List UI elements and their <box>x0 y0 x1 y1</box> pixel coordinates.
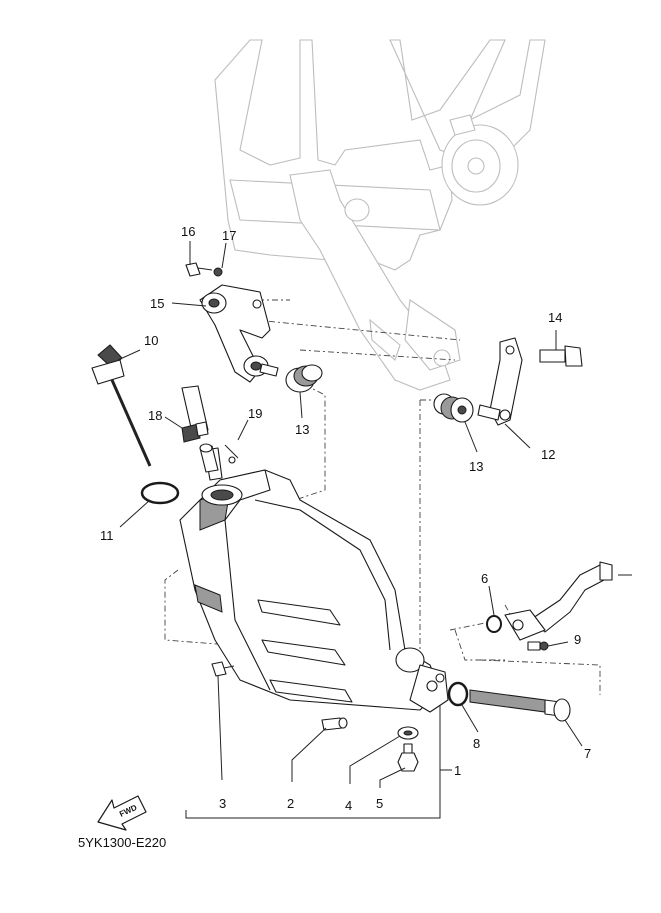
bolt-3 <box>211 661 235 677</box>
diagram-code: 5YK1300-E220 <box>78 835 167 850</box>
callout-5: 5 <box>376 796 383 811</box>
oil-hose <box>504 561 632 641</box>
oil-tank <box>179 385 449 713</box>
bolt-2 <box>321 717 348 731</box>
callout-13a: 13 <box>295 422 309 437</box>
callout-17: 17 <box>222 228 236 243</box>
leader-lines <box>117 241 583 819</box>
bolt-14 <box>539 345 583 367</box>
callout-16: 16 <box>181 224 195 239</box>
callout-14: 14 <box>548 310 562 325</box>
washer-4 <box>397 726 419 740</box>
callout-15: 15 <box>150 296 164 311</box>
nut-5 <box>397 743 419 772</box>
callout-12: 12 <box>541 447 555 462</box>
dipstick <box>91 344 152 467</box>
strainer-pipe-7 <box>469 689 571 722</box>
callout-18: 18 <box>148 408 162 423</box>
callout-13b: 13 <box>469 459 483 474</box>
callout-4: 4 <box>345 798 352 813</box>
fitting-19 <box>199 443 239 473</box>
fitting-18 <box>181 421 209 443</box>
callout-8: 8 <box>473 736 480 751</box>
fitting-13-left <box>285 364 323 393</box>
callout-2: 2 <box>287 796 294 811</box>
callout-3: 3 <box>219 796 226 811</box>
callout-10: 10 <box>144 333 158 348</box>
fitting-13-right <box>433 393 474 423</box>
frame-outline <box>214 39 546 391</box>
plate-12 <box>477 337 523 426</box>
bracket-15 <box>185 262 279 383</box>
o-ring-11 <box>140 481 180 505</box>
o-ring-6 <box>486 615 502 633</box>
fwd-arrow-icon: FWD <box>97 795 147 831</box>
callout-6: 6 <box>481 571 488 586</box>
callout-9: 9 <box>574 632 581 647</box>
callout-19: 19 <box>248 406 262 421</box>
callout-labels: 1 2 3 4 5 6 7 8 9 10 11 12 13 13 14 15 1… <box>100 224 591 813</box>
bolt-9 <box>527 641 549 651</box>
callout-1: 1 <box>454 763 461 778</box>
callout-7: 7 <box>584 746 591 761</box>
o-ring-8 <box>447 681 469 707</box>
callout-11: 11 <box>100 528 114 543</box>
